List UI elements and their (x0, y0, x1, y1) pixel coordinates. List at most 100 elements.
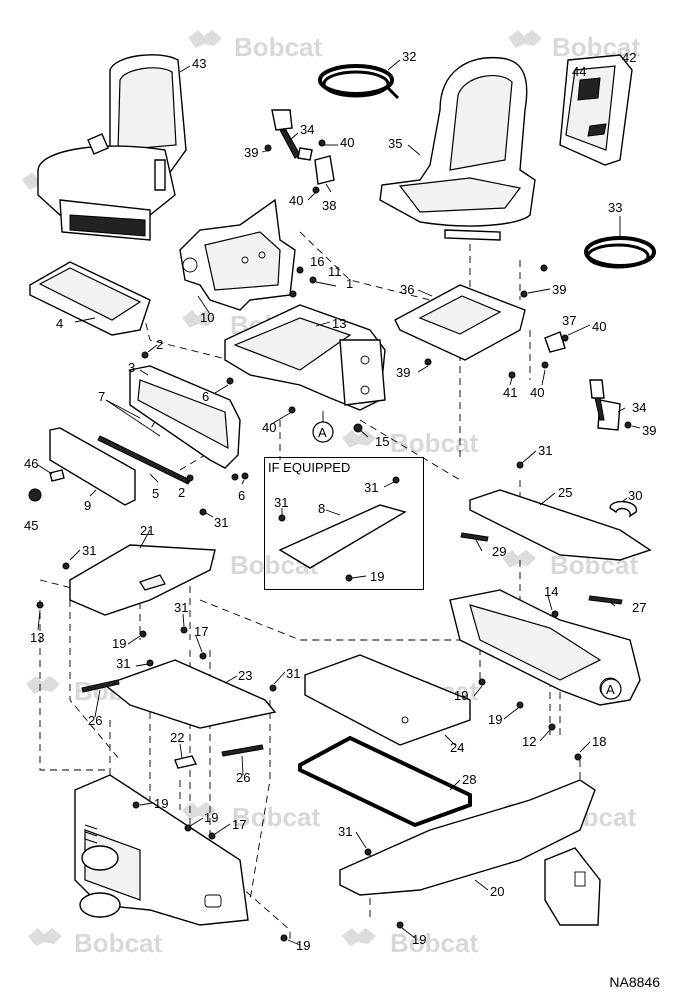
callout-31: 31 (174, 600, 188, 615)
callout-31: 31 (538, 443, 552, 458)
part-32-seal-strip (318, 64, 400, 100)
watermark-5: Bobcat (342, 428, 478, 458)
fasteners (36, 139, 632, 942)
callout-34: 34 (632, 400, 646, 415)
watermark-13: Bobcat (342, 928, 478, 958)
callout-19: 19 (296, 938, 310, 953)
callout-6: 6 (202, 389, 209, 404)
callout-13: 13 (332, 316, 346, 331)
part-37-bracket (544, 331, 566, 353)
part-38-belt-bracket (314, 155, 335, 185)
part-right-frame (449, 589, 641, 706)
bobcat-logo-icon (28, 928, 62, 946)
watermark-text: Bobcat (390, 428, 478, 458)
callout-21: 21 (140, 523, 154, 538)
callout-43: 43 (192, 56, 206, 71)
callout-27: 27 (632, 600, 646, 615)
callout-19: 19 (454, 688, 468, 703)
callout-39: 39 (642, 423, 656, 438)
callout-33: 33 (608, 200, 622, 215)
leader-lines (37, 59, 641, 946)
part-26-rod-lower (221, 744, 264, 757)
bobcat-logo-icon (26, 676, 60, 694)
callout-20: 20 (490, 884, 504, 899)
part-30-handle (609, 501, 637, 518)
bobcat-logo-icon (508, 30, 542, 48)
bobcat-logo-icon (182, 310, 216, 328)
callout-26: 26 (88, 713, 102, 728)
callout-35: 35 (388, 136, 402, 151)
callout-19: 19 (154, 796, 168, 811)
callout-38: 38 (322, 198, 336, 213)
part-36-mount-plate (394, 284, 526, 361)
part-34-seat-belt-lower (589, 379, 621, 431)
callout-15: 15 (375, 434, 389, 449)
callout-6: 6 (238, 488, 245, 503)
watermark-text: Bobcat (234, 32, 322, 62)
watermark-text: Bobcat (232, 802, 320, 832)
watermark-10: Bobcat (182, 802, 320, 832)
bobcat-logo-icon (502, 550, 536, 568)
callout-29: 29 (492, 544, 506, 559)
callout-5: 5 (152, 486, 159, 501)
watermark-text: Bobcat (74, 928, 162, 958)
callout-39: 39 (244, 145, 258, 160)
callout-19: 19 (488, 712, 502, 727)
callout-42: 42 (622, 50, 636, 65)
callout-12: 12 (522, 734, 536, 749)
callout-3: 3 (128, 360, 135, 375)
callout-44: 44 (572, 64, 586, 79)
callout-23: 23 (238, 668, 252, 683)
callout-19: 19 (112, 636, 126, 651)
part-22-clip (174, 755, 198, 769)
callout-46: 46 (24, 456, 38, 471)
part-35-seat (379, 56, 536, 241)
part-46-latch (49, 469, 65, 482)
callout-18: 18 (592, 734, 606, 749)
callout-17: 17 (232, 817, 246, 832)
part-10-seat-frame (179, 198, 296, 311)
callout-7: 7 (98, 389, 105, 404)
reference-marker-a-left (312, 421, 334, 443)
part-25-rear-plate (469, 489, 652, 561)
part-26-rod (81, 679, 120, 693)
inset-title: IF EQUIPPED (268, 460, 351, 475)
callout-31: 31 (286, 666, 300, 681)
callout-9: 9 (84, 498, 91, 513)
callout-37: 37 (562, 313, 576, 328)
diagram-reference-code: NA8846 (609, 974, 660, 990)
callout-31: 31 (274, 495, 288, 510)
bobcat-logo-icon (342, 430, 376, 448)
callout-31: 31 (82, 543, 96, 558)
callout-22: 22 (170, 730, 184, 745)
callout-25: 25 (558, 485, 572, 500)
callout-10: 10 (200, 310, 214, 325)
callout-36: 36 (400, 282, 414, 297)
bobcat-logo-icon (188, 30, 222, 48)
callout-39: 39 (552, 282, 566, 297)
callout-19: 19 (204, 810, 218, 825)
bobcat-logo-icon (342, 928, 376, 946)
part-4-storage-tray (29, 261, 151, 336)
callout-31: 31 (364, 480, 378, 495)
if-equipped-inset-box (264, 457, 424, 590)
watermark-2: Bobcat (508, 30, 640, 62)
part-5-rubber-strip (97, 435, 191, 485)
callout-40: 40 (289, 193, 303, 208)
callout-24: 24 (450, 740, 464, 755)
callout-28: 28 (462, 772, 476, 787)
part-34-seat-belt (271, 109, 313, 161)
part-45-knob (28, 488, 42, 502)
callout-labels: 43 32 44 42 34 40 39 35 40 38 33 16 11 1… (24, 49, 656, 953)
part-28-gasket (298, 735, 472, 828)
callout-2: 2 (178, 485, 185, 500)
callout-39: 39 (396, 365, 410, 380)
callout-17: 17 (194, 624, 208, 639)
callout-16: 16 (310, 254, 324, 269)
part-42-armrest-pad (559, 54, 633, 166)
callout-19: 19 (412, 932, 426, 947)
part-43-suspension-seat (37, 54, 187, 241)
part-20-rear-panel (339, 779, 596, 896)
callout-19: 19 (370, 569, 384, 584)
callout-31: 31 (338, 824, 352, 839)
